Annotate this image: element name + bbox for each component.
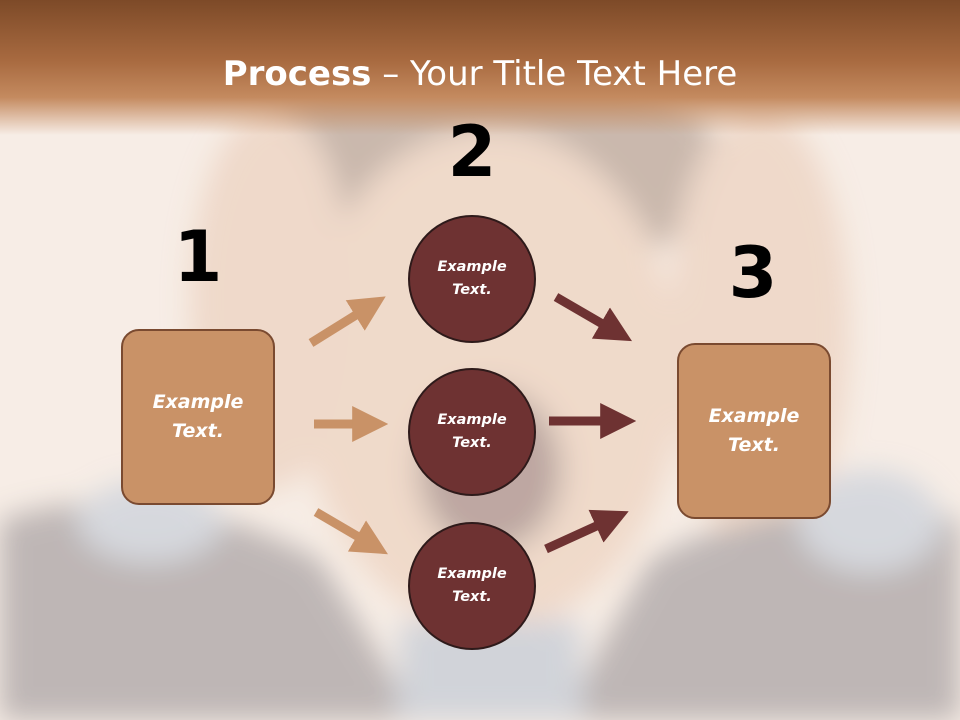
step-2-circle-bottom[interactable]: Example Text.: [408, 522, 536, 650]
arrow-circle3-box3: [544, 509, 629, 554]
circle-top-label: Example Text.: [437, 259, 507, 298]
step-number-1: 1: [173, 216, 223, 298]
circle-bottom-label: Example Text.: [437, 566, 507, 605]
step-2-circle-middle[interactable]: Example Text.: [408, 368, 536, 496]
title-bold: Process: [222, 54, 372, 94]
step-1-box[interactable]: Example Text.: [121, 329, 275, 505]
step-2-circle-top[interactable]: Example Text.: [408, 215, 536, 343]
arrow-box1-circle3: [313, 508, 388, 555]
page-title: Process – Your Title Text Here: [0, 54, 960, 94]
step-3-box[interactable]: Example Text.: [677, 343, 831, 519]
step-number-2: 2: [447, 111, 497, 193]
step-1-label: Example Text.: [152, 391, 244, 442]
arrow-box1-circle1: [308, 296, 386, 347]
title-rest: – Your Title Text Here: [371, 54, 738, 94]
step-number-3: 3: [728, 232, 778, 314]
circle-middle-label: Example Text.: [437, 412, 507, 451]
arrow-circle1-box3: [553, 293, 633, 342]
title-banner: [0, 0, 960, 135]
step-3-label: Example Text.: [708, 405, 800, 456]
